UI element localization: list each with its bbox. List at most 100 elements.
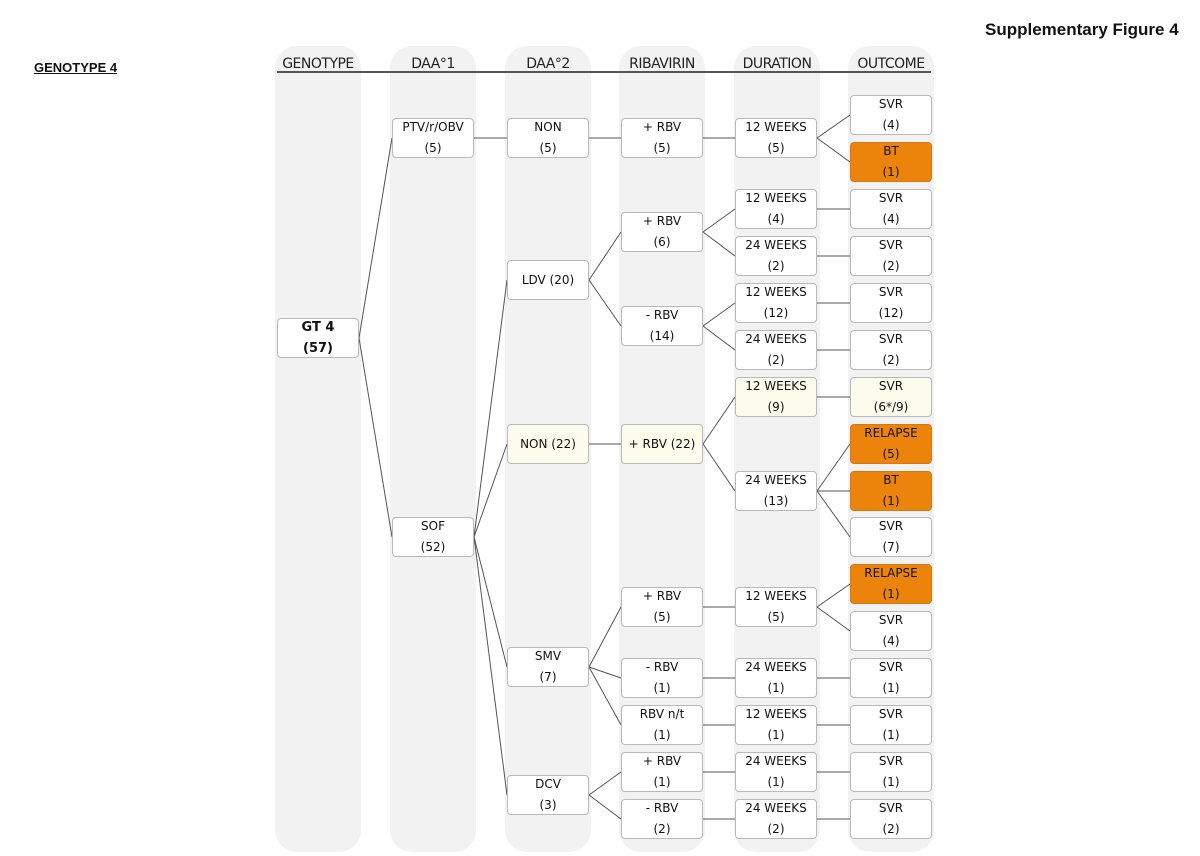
node-count: (1) [882, 587, 900, 601]
link-d_smvp-o11 [816, 583, 851, 608]
node-outcome-bt: BT (1) [850, 471, 932, 511]
node-outcome-svr: SVR (1) [850, 705, 932, 745]
node-duration: 24 WEEKS (2) [735, 330, 817, 370]
node-count: (5) [539, 141, 557, 155]
node-label: SOF [421, 519, 445, 533]
node-label: SVR [878, 379, 904, 393]
link-dcv-r_dcv_minus [588, 794, 622, 820]
link-sof-smv [473, 536, 508, 668]
link-d_smvp-o12 [816, 606, 851, 632]
node-label: GT 4 [301, 320, 335, 335]
link-d_ptv-o2 [816, 137, 851, 163]
link-smv-r_smv_nt [588, 666, 622, 726]
node-count: (57) [303, 341, 333, 356]
link-d_non_24-o10 [816, 490, 851, 538]
column-daa1 [390, 46, 476, 852]
node-label: SMV [534, 649, 562, 663]
node-label: + RBV [642, 589, 682, 603]
node-count: (52) [420, 540, 446, 554]
node-label: DCV [535, 777, 561, 791]
node-label: 24 WEEKS [745, 801, 807, 815]
node-duration: 24 WEEKS (1) [735, 658, 817, 698]
node-count: (1) [767, 775, 785, 789]
node-gt4: GT 4 (57) [277, 318, 359, 358]
node-outcome-svr: SVR (6*/9) [850, 377, 932, 417]
node-count: (1) [882, 775, 900, 789]
node-label: - RBV [645, 308, 679, 322]
node-label: 12 WEEKS [745, 589, 807, 603]
link-r_ldv_plus-d_ldvp_12 [702, 208, 736, 233]
node-rbv: + RBV (5) [621, 587, 703, 627]
node-count: (2) [767, 822, 785, 836]
node-label: 24 WEEKS [745, 332, 807, 346]
node-duration: 12 WEEKS (12) [735, 283, 817, 323]
node-label: 12 WEEKS [745, 191, 807, 205]
node-duration: 24 WEEKS (13) [735, 471, 817, 511]
node-label: SVR [878, 519, 904, 533]
header-genotype: GENOTYPE [282, 56, 354, 72]
figure-title: Supplementary Figure 4 [985, 20, 1179, 39]
node-label: + RBV [642, 120, 682, 134]
node-label: - RBV [645, 660, 679, 674]
node-label: SVR [878, 660, 904, 674]
node-outcome-svr: SVR (2) [850, 799, 932, 839]
node-label: BT [883, 473, 899, 487]
header-daa2: DAA°2 [526, 56, 570, 72]
node-smv: SMV (7) [507, 647, 589, 687]
link-dcv-r_dcv_plus [588, 771, 622, 796]
node-count: (12) [763, 306, 789, 320]
node-sof-non: NON (22) [507, 424, 589, 464]
node-outcome-svr: SVR (4) [850, 611, 932, 651]
node-label: RELAPSE [864, 566, 918, 580]
node-label: 24 WEEKS [745, 473, 807, 487]
node-dcv: DCV (3) [507, 775, 589, 815]
node-count: (1) [767, 728, 785, 742]
node-outcome-relapse: RELAPSE (5) [850, 424, 932, 464]
link-gt4-sof [358, 337, 393, 538]
node-count: (2) [882, 822, 900, 836]
node-count: (5) [767, 610, 785, 624]
node-label: 12 WEEKS [745, 120, 807, 134]
node-count: (1) [882, 681, 900, 695]
node-label: SVR [878, 707, 904, 721]
node-count: (2) [767, 353, 785, 367]
node-count: (3) [539, 798, 557, 812]
node-count: (5) [767, 141, 785, 155]
node-count: (1) [882, 728, 900, 742]
node-label: NON (22) [520, 436, 576, 451]
node-count: (4) [882, 634, 900, 648]
node-label: 12 WEEKS [745, 707, 807, 721]
node-outcome-svr: SVR (1) [850, 658, 932, 698]
node-label: SVR [878, 238, 904, 252]
node-outcome-svr: SVR (2) [850, 330, 932, 370]
node-label: PTV/r/OBV [402, 120, 464, 134]
node-count: (2) [882, 353, 900, 367]
node-label: BT [883, 144, 899, 158]
node-label: SVR [878, 97, 904, 111]
link-ldv-r_ldv_plus [588, 231, 622, 281]
node-label: NON [534, 120, 562, 134]
node-ldv: LDV (20) [507, 260, 589, 300]
link-d_non_24-o8 [816, 443, 851, 492]
header-rule [277, 71, 931, 73]
node-duration: 12 WEEKS (5) [735, 118, 817, 158]
link-r_non-d_non_12 [702, 396, 736, 445]
node-label: SVR [878, 285, 904, 299]
link-r_ldv_minus-d_ldvm_12 [702, 302, 736, 327]
node-count: (5) [882, 447, 900, 461]
node-duration: 24 WEEKS (2) [735, 236, 817, 276]
node-count: (4) [882, 118, 900, 132]
node-duration: 12 WEEKS (5) [735, 587, 817, 627]
node-count: (6) [653, 235, 671, 249]
node-count: (2) [882, 259, 900, 273]
link-sof-dcv [473, 536, 508, 796]
node-label: SVR [878, 613, 904, 627]
node-count: (5) [653, 141, 671, 155]
node-rbv: RBV n/t (1) [621, 705, 703, 745]
header-duration: DURATION [742, 56, 812, 72]
node-count: (4) [767, 212, 785, 226]
node-count: (5) [653, 610, 671, 624]
node-count: (6*/9) [873, 400, 909, 414]
node-rbv: + RBV (1) [621, 752, 703, 792]
